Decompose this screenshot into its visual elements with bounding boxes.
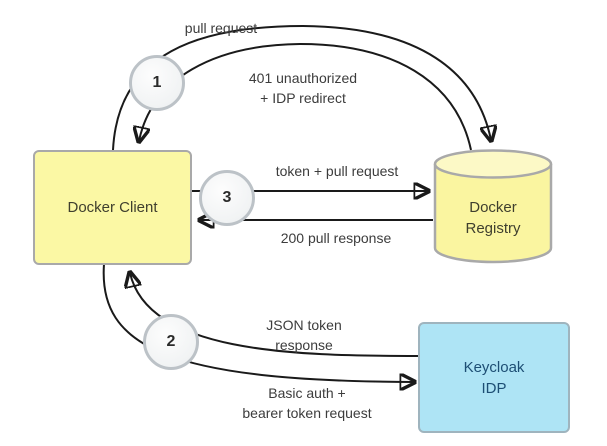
label-401-unauthorized: 401 unauthorized + IDP redirect xyxy=(248,70,358,106)
step-1-number: 1 xyxy=(152,74,162,91)
label-200-pull-response: 200 pull response xyxy=(280,230,392,246)
keycloak-idp-label: Keycloak IDP xyxy=(463,358,525,397)
step-3-number: 3 xyxy=(222,189,232,206)
cylinder-shape xyxy=(433,149,553,264)
node-docker-client: Docker Client xyxy=(33,150,192,265)
node-keycloak-idp: Keycloak IDP xyxy=(418,322,570,433)
step-2-number: 2 xyxy=(166,333,176,350)
arrow-json-token-response xyxy=(130,273,419,357)
label-pull-request: pull request xyxy=(184,20,258,36)
node-docker-registry: Docker Registry xyxy=(433,149,553,265)
step-circle-2: 2 xyxy=(143,314,199,370)
label-basic-auth-request: Basic auth + bearer token request xyxy=(242,385,372,421)
docker-registry-label: Docker Registry xyxy=(465,199,521,237)
step-circle-1: 1 xyxy=(129,55,185,111)
step-circle-3: 3 xyxy=(199,170,255,226)
label-token-pull-request: token + pull request xyxy=(275,163,399,179)
label-json-token-response: JSON token response xyxy=(266,317,342,353)
docker-client-label: Docker Client xyxy=(67,199,158,216)
